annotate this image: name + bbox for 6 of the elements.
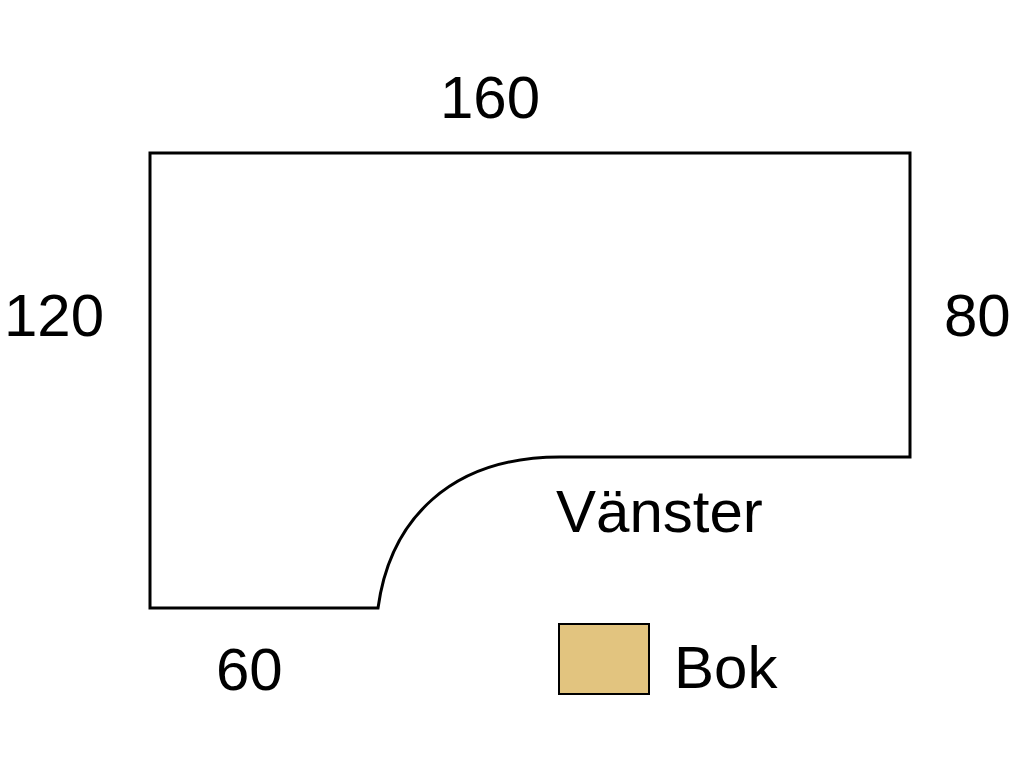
dimension-label: 60 — [216, 640, 283, 700]
side-label: Vänster — [556, 482, 763, 542]
dimension-label: 160 — [440, 68, 541, 128]
dimension-label: 120 — [4, 286, 105, 346]
legend-label: Bok — [674, 638, 778, 698]
dimension-label: 80 — [944, 286, 1011, 346]
